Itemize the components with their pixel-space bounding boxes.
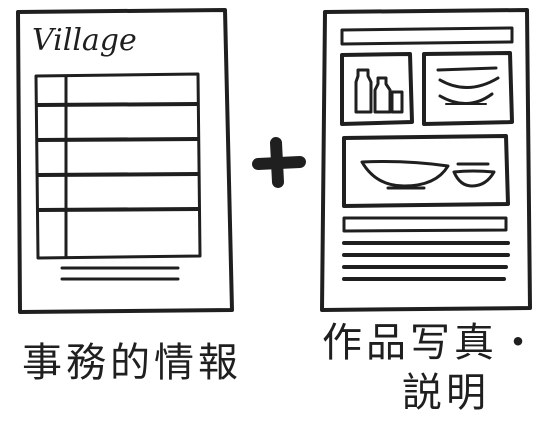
- right-caption-line2: 説明: [402, 370, 490, 416]
- left-card: Village: [16, 8, 234, 314]
- right-card: [320, 8, 532, 312]
- photo-bowls: [422, 51, 514, 126]
- right-card-text-block: [342, 216, 510, 281]
- left-card-frame: [16, 8, 234, 314]
- left-card-brand: Village: [32, 23, 137, 58]
- left-caption: 事務的情報: [22, 340, 242, 386]
- plus-icon: [252, 137, 306, 188]
- right-caption-line1: 作品写真・: [322, 320, 542, 366]
- left-card-table: [34, 72, 202, 260]
- left-card-notes: [60, 266, 180, 281]
- photo-large-bowl: [342, 134, 510, 208]
- right-card-header: [340, 26, 514, 46]
- right-card-frame: [320, 8, 532, 312]
- photo-bottles: [340, 52, 414, 126]
